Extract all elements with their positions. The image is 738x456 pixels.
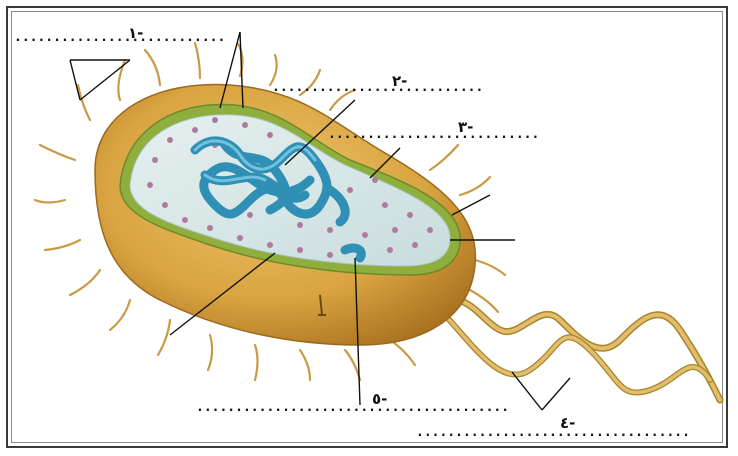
flagellum <box>430 298 720 400</box>
label-5-dash: - <box>381 390 387 408</box>
label-3: -٣ <box>458 118 473 136</box>
label-5: -٥ <box>372 390 387 408</box>
label-3-dash: - <box>467 118 473 136</box>
label-4-number: ٤ <box>560 414 569 432</box>
label-4: -٤ <box>560 414 575 432</box>
blank-5[interactable]: ........................................ <box>196 400 509 415</box>
label-2-dash: - <box>401 72 407 90</box>
label-1-dash: - <box>137 24 143 42</box>
blank-4[interactable]: ................................... <box>416 425 690 440</box>
label-5-number: ٥ <box>372 390 381 408</box>
blank-1[interactable]: ........................... <box>14 30 225 45</box>
label-1: -١ <box>128 24 143 42</box>
label-1-number: ١ <box>128 24 137 42</box>
blank-3[interactable]: ........................... <box>328 127 539 142</box>
cell-body <box>95 84 475 345</box>
label-3-number: ٣ <box>458 118 467 136</box>
blank-2[interactable]: ........................... <box>272 80 483 95</box>
label-2-number: ٢ <box>392 72 401 90</box>
label-4-dash: - <box>569 414 575 432</box>
label-2: -٢ <box>392 72 407 90</box>
